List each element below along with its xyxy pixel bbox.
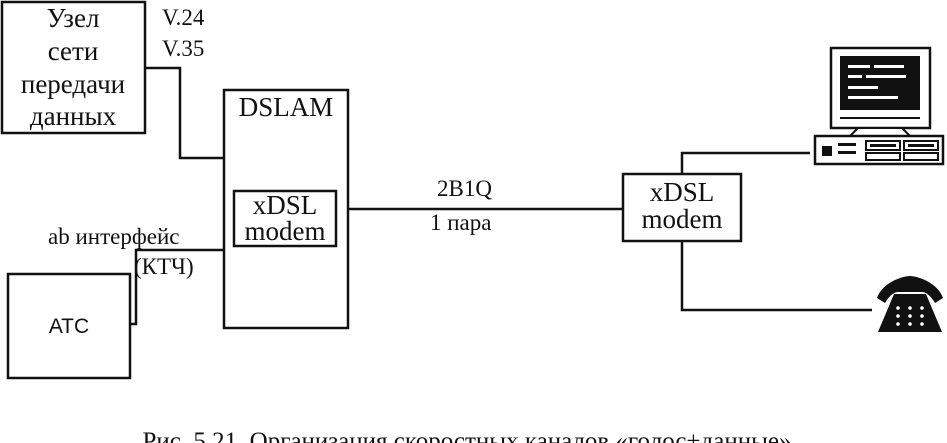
v24-label: V.24 xyxy=(162,5,205,30)
computer-icon xyxy=(813,46,945,166)
dslam-modem-line-2: modem xyxy=(245,216,326,246)
modem-to-telephone-link xyxy=(680,241,872,312)
data-network-node-line-2: сети xyxy=(48,36,99,66)
figure-caption: Рис. 5.21. Организация скоростных канало… xyxy=(143,428,792,443)
telephone-icon xyxy=(877,276,943,332)
data-network-node-line-1: Узел xyxy=(47,3,100,33)
dslam: DSLAM xDSL modem xyxy=(222,88,350,330)
ats-label: АТС xyxy=(49,315,89,338)
data-network-node: Узел сети передачи данных xyxy=(0,0,147,135)
pair-label: 1 пара xyxy=(430,210,491,235)
line-code-label: 2B1Q xyxy=(437,176,492,201)
modem-to-computer-link xyxy=(680,151,810,174)
ats: АТС xyxy=(6,272,132,380)
v35-label: V.35 xyxy=(162,36,204,61)
ab-interface-label: ab интерфейс xyxy=(48,224,179,249)
ats-to-dslam-link xyxy=(130,248,224,326)
dslam-xdsl-modem: xDSL modem xyxy=(232,189,338,248)
remote-modem-line-1: xDSL xyxy=(650,177,715,207)
data-node-to-dslam-link xyxy=(145,66,224,160)
dslam-title: DSLAM xyxy=(239,92,334,122)
data-network-node-line-4: данных xyxy=(30,101,117,131)
ktch-label: (КТЧ) xyxy=(134,254,194,279)
remote-modem-line-2: modem xyxy=(642,204,723,234)
dslam-modem-line-1: xDSL xyxy=(253,190,318,220)
remote-xdsl-modem: xDSL modem xyxy=(621,172,743,243)
data-network-node-line-3: передачи xyxy=(21,69,125,99)
